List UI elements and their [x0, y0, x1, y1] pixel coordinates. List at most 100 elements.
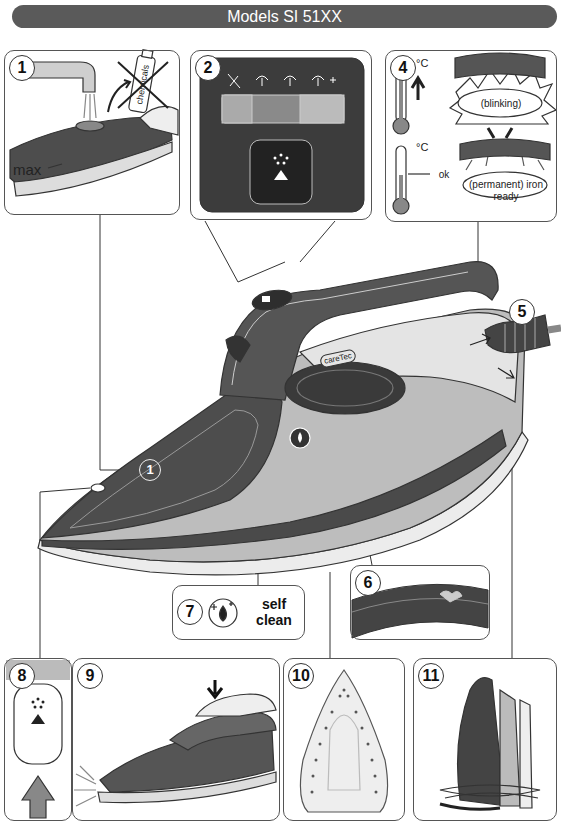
step-panel: 6	[350, 565, 490, 640]
iron-illustration-part	[42, 384, 282, 538]
soleplate-illustration-part-part	[347, 695, 350, 698]
soleplate-illustration-part-part	[374, 775, 377, 778]
steam-setting-illustration-part	[222, 95, 252, 123]
temperature-light-illustration-part	[458, 89, 542, 117]
callout-number: 2	[195, 55, 221, 81]
steam-setting-illustration-part	[277, 162, 280, 165]
upright-iron-illustration-part	[500, 690, 520, 806]
soleplate-illustration-part-part	[367, 743, 370, 746]
iron-illustration-part	[298, 432, 302, 443]
self-clean-icon-part	[209, 599, 237, 627]
callout-circle: 5	[509, 299, 538, 328]
callout-number: 11	[418, 663, 444, 689]
steam-shot-illustration-part	[208, 680, 222, 697]
upright-iron-illustration	[440, 678, 540, 810]
callout-number: 10	[288, 663, 314, 689]
steam-button-illustration-part	[22, 776, 54, 818]
fill-water-illustration-part	[84, 94, 96, 120]
part-label: °C	[416, 141, 440, 153]
step-panel: 8	[4, 658, 72, 821]
callout-number: 8	[9, 663, 35, 689]
step-panel: 10	[283, 658, 405, 821]
part-label: self clean	[247, 596, 301, 628]
iron-illustration-part	[251, 287, 294, 313]
part-label: chemicals	[132, 54, 153, 115]
callout-number: 5	[509, 299, 535, 325]
step-panel: 7 self clean	[172, 585, 305, 640]
part-label: ok	[434, 169, 454, 181]
temperature-light-illustration-part	[399, 80, 403, 124]
steam-setting-illustration-part	[250, 140, 312, 204]
steam-setting-illustration	[200, 58, 364, 212]
step-panel: 4°C(blinking)°Cok(permanent) iron ready	[385, 50, 557, 222]
callout-number: 1	[9, 55, 35, 81]
part-label: (permanent) iron ready	[466, 179, 546, 203]
fill-water-illustration-part	[14, 142, 172, 196]
iron-illustration-part	[470, 334, 490, 345]
temperature-light-illustration-part	[488, 128, 512, 138]
soleplate-illustration-part-part	[331, 711, 334, 714]
self-clean-icon-part	[220, 606, 227, 621]
self-clean-icon	[209, 599, 237, 627]
temperature-light-illustration-part	[399, 175, 403, 205]
fill-water-illustration-part	[76, 121, 104, 131]
temperature-light-illustration-part	[412, 78, 424, 100]
steam-setting-illustration-part	[286, 157, 289, 160]
steam-setting-illustration-part	[200, 58, 364, 212]
soleplate-illustration-part	[300, 670, 387, 812]
steam-button-illustration	[6, 660, 70, 818]
step-panel: 1maxchemicals	[4, 50, 180, 215]
upright-iron-illustration-part	[440, 785, 540, 798]
steam-setting-illustration-part	[228, 74, 336, 88]
marker-number: 1	[139, 459, 161, 481]
temperature-light-illustration-part	[396, 146, 406, 204]
soleplate-illustration-part	[328, 715, 360, 790]
leader-lines-part	[100, 215, 137, 470]
iron-illustration-part	[297, 370, 393, 406]
temperature-light-illustration-part	[460, 139, 550, 160]
soleplate-illustration	[300, 670, 387, 812]
iron-illustration-part	[285, 362, 405, 414]
iron-illustration-part	[70, 410, 258, 528]
temperature-light-illustration-part	[408, 173, 430, 174]
steam-button-illustration-part	[37, 698, 40, 701]
soleplate-illustration-part-part	[311, 791, 314, 794]
iron-illustration-part	[226, 336, 250, 362]
callout-number: 7	[177, 599, 203, 625]
steam-shot-illustration	[74, 680, 276, 806]
self-clean-icon-part	[211, 602, 233, 610]
iron-illustration-part	[548, 328, 561, 330]
soleplate-illustration-part-part	[371, 759, 374, 762]
steam-setting-illustration-part	[300, 95, 344, 123]
steam-button-illustration-part	[31, 714, 45, 724]
steam-button-illustration-part	[14, 684, 62, 764]
dial-closeup-part	[440, 591, 462, 602]
steam-shot-illustration-part	[196, 694, 276, 716]
leader-lines-part	[330, 572, 331, 658]
soleplate-illustration-part-part	[325, 727, 328, 730]
soleplate-illustration-part	[311, 689, 378, 794]
soleplate-illustration-part-part	[319, 743, 322, 746]
soleplate-illustration-part-part	[315, 759, 318, 762]
part-label: (blinking)	[466, 98, 536, 110]
step-panel: 11	[413, 658, 557, 821]
callout-number: 6	[355, 570, 381, 596]
iron-illustration	[38, 262, 561, 575]
temperature-light-illustration	[393, 53, 556, 214]
soleplate-illustration-part-part	[375, 791, 378, 794]
soleplate-illustration-part-part	[343, 689, 346, 692]
soleplate-illustration-part-part	[339, 695, 342, 698]
steam-button-illustration-part	[40, 706, 43, 709]
part-label: °C	[416, 57, 440, 69]
callout-number: 4	[390, 55, 416, 81]
fill-water-illustration-part	[48, 164, 62, 168]
steam-shot-illustration-part	[74, 766, 96, 806]
steam-setting-illustration-part	[280, 154, 283, 157]
upright-iron-illustration-part	[440, 804, 500, 809]
iron-illustration-part	[498, 368, 514, 378]
callout-number: 9	[77, 663, 103, 689]
steam-setting-illustration-part	[283, 162, 286, 165]
